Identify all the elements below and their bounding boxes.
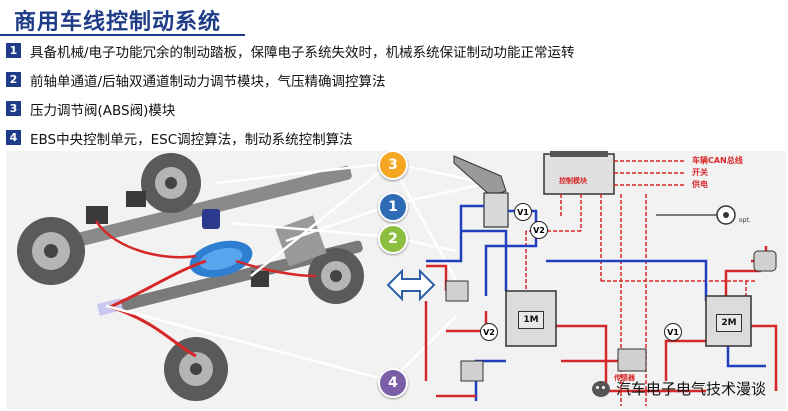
feature-number: 3 (6, 101, 21, 116)
feature-item-2: 2 前轴单通道/后轴双通道制动力调节模块，气压精确调控算法 (6, 65, 575, 94)
chassis-illustration (17, 153, 364, 401)
schematic (424, 151, 778, 406)
module-1m: 1M (518, 311, 544, 329)
wechat-icon (591, 380, 610, 397)
feature-list: 1 具备机械/电子功能冗余的制动踏板，保障电子系统失效时，机械系统保证制动功能正… (6, 36, 575, 152)
power-label: 供电 (692, 180, 708, 189)
module-2m: 2M (716, 314, 742, 332)
feature-number: 4 (6, 130, 21, 145)
feature-item-3: 3 压力调节阀(ABS阀)模块 (6, 94, 575, 123)
wheel-front-right (308, 248, 364, 304)
feature-item-1: 1 具备机械/电子功能冗余的制动踏板，保障电子系统失效时，机械系统保证制动功能正… (6, 36, 575, 65)
feature-text: 压力调节阀(ABS阀)模块 (30, 102, 176, 119)
opt-label: opt. (739, 217, 751, 224)
callout-2: 2 (378, 224, 408, 254)
brake-system-diagram: 3 1 2 4 控制模块 车辆CAN总线 开关 供电 opt. 传感器 1M 2… (6, 151, 786, 409)
feature-number: 1 (6, 43, 21, 58)
callout-4: 4 (378, 368, 408, 398)
watermark: 汽车电子电气技术漫谈 (591, 378, 766, 399)
title-underline (0, 34, 245, 36)
wheel-rear-right (164, 337, 228, 401)
wheel-front-left (141, 153, 201, 213)
wheel-rear-left (17, 217, 85, 285)
page-title: 商用车线控制动系统 (14, 10, 222, 35)
double-arrow-icon (386, 268, 436, 302)
ecu-label: 控制模块 (559, 177, 587, 185)
watermark-text: 汽车电子电气技术漫谈 (615, 380, 766, 398)
feature-text: 具备机械/电子功能冗余的制动踏板，保障电子系统失效时，机械系统保证制动功能正常运… (30, 44, 575, 61)
callout-3: 3 (378, 151, 408, 180)
callout-1: 1 (378, 192, 408, 222)
valve-v1-upper: V1 (514, 203, 532, 221)
diagram-drawing (17, 151, 778, 406)
valve-v2-upper: V2 (530, 221, 548, 239)
can-bus-label: 车辆CAN总线 (692, 156, 743, 165)
feature-item-4: 4 EBS中央控制单元，ESC调控算法，制动系统控制算法 (6, 123, 575, 152)
feature-text: 前轴单通道/后轴双通道制动力调节模块，气压精确调控算法 (30, 73, 386, 90)
feature-number: 2 (6, 72, 21, 87)
feature-text: EBS中央控制单元，ESC调控算法，制动系统控制算法 (30, 131, 353, 148)
valve-v1-lower: V1 (664, 323, 682, 341)
switch-label: 开关 (692, 168, 708, 177)
valve-v2-lower: V2 (480, 323, 498, 341)
sensor-label: 传感器 (614, 374, 635, 382)
